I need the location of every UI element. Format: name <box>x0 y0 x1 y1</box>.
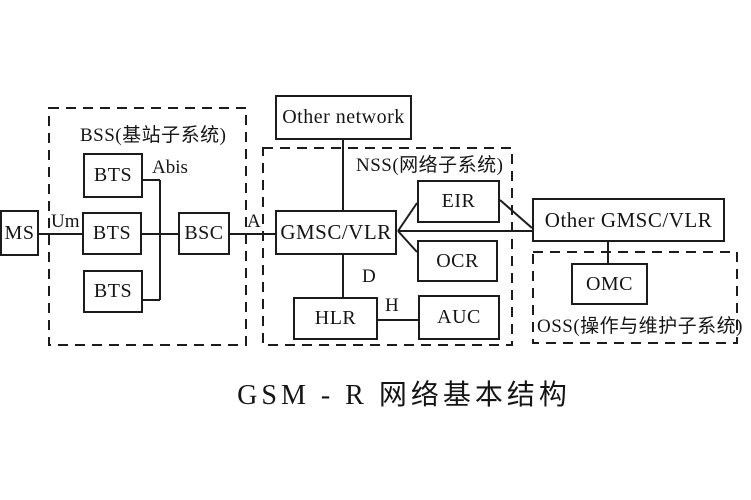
diagram-title: GSM - R 网络基本结构 <box>237 380 571 411</box>
interface-label-abis: Abis <box>152 157 188 178</box>
node-hlr: HLR <box>293 297 378 340</box>
node-other-gmsc-vlr: Other GMSC/VLR <box>532 198 725 242</box>
nss-region-border <box>262 147 513 346</box>
nss-region-label: NSS(网络子系统) <box>356 155 504 176</box>
node-other-network: Other network <box>275 95 412 140</box>
node-bsc: BSC <box>178 212 230 255</box>
bss-region-label: BSS(基站子系统) <box>80 125 227 146</box>
oss-region-label: OSS(操作与维护子系统) <box>537 316 744 337</box>
node-ms: MS <box>0 210 39 256</box>
interface-label-d: D <box>362 266 376 287</box>
interface-label-um: Um <box>51 211 80 232</box>
node-bts-1: BTS <box>83 153 143 198</box>
node-bts-3: BTS <box>83 270 143 313</box>
bss-region-border <box>48 107 247 346</box>
node-eir: EIR <box>417 180 500 223</box>
node-bts-2: BTS <box>82 212 142 255</box>
node-gmsc-vlr: GMSC/VLR <box>275 210 397 255</box>
node-omc: OMC <box>571 263 648 305</box>
oss-region-border <box>532 251 738 344</box>
interface-label-a: A <box>247 211 261 232</box>
interface-label-h: H <box>385 295 399 316</box>
node-auc: AUC <box>418 295 500 340</box>
node-ocr: OCR <box>417 240 498 282</box>
